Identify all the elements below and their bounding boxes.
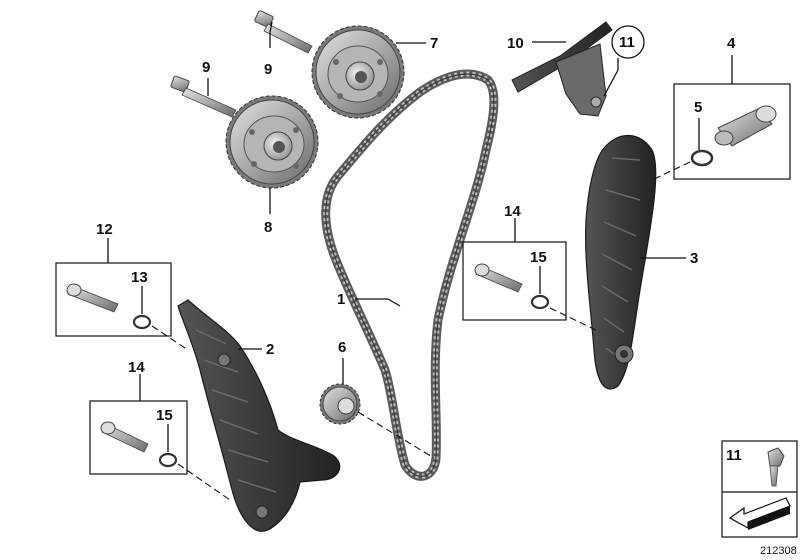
box-pin-left-lower [89,400,188,475]
callout-bolt-upper: 9 [264,61,272,78]
chain-tensioner [714,105,777,147]
left-guide-rail [177,299,341,532]
callout-guide-top-bolt: 11 [619,34,635,51]
callout-ring-right: 15 [530,249,547,266]
tensioner-seal-ring [690,149,714,167]
callout-tensioner: 4 [727,35,736,52]
callout-pin-left-lower: 14 [128,359,145,376]
callout-legend-bolt: 11 [726,447,742,464]
bolt-lower [170,75,237,118]
leader-lines [107,21,733,501]
callout-labels: 1 2 3 4 5 6 7 8 9 9 10 11 12 13 14 15 14… [96,25,797,557]
callout-guide-rail-right: 3 [690,250,698,267]
crankshaft-sprocket [319,383,361,425]
legend-box [721,440,798,538]
callout-ring-left: 13 [131,269,148,286]
callout-crank-sprocket: 6 [338,339,346,356]
callout-vanos-exhaust: 7 [430,35,438,52]
box-pin-left-upper [55,262,172,337]
diagram-id: 212308 [760,545,797,557]
vanos-intake-gear [225,95,319,189]
timing-chain [321,69,499,481]
right-guide-rail [585,134,657,390]
callout-circle [611,25,645,59]
callout-vanos-intake: 8 [264,219,272,236]
box-pin-right [462,241,567,321]
bolt-upper [254,10,313,54]
callout-pin-left: 12 [96,221,113,238]
callout-guide-rail-left: 2 [266,341,274,358]
top-chain-guide [511,21,613,117]
callout-bolt-lower: 9 [202,59,210,76]
vanos-exhaust-gear [311,25,405,119]
callout-pin-right: 14 [504,203,521,220]
callout-guide-top: 10 [507,35,524,52]
callout-tensioner-seal: 5 [694,99,702,116]
callout-ring-left-lower: 15 [156,407,173,424]
callout-chain: 1 [337,291,345,308]
